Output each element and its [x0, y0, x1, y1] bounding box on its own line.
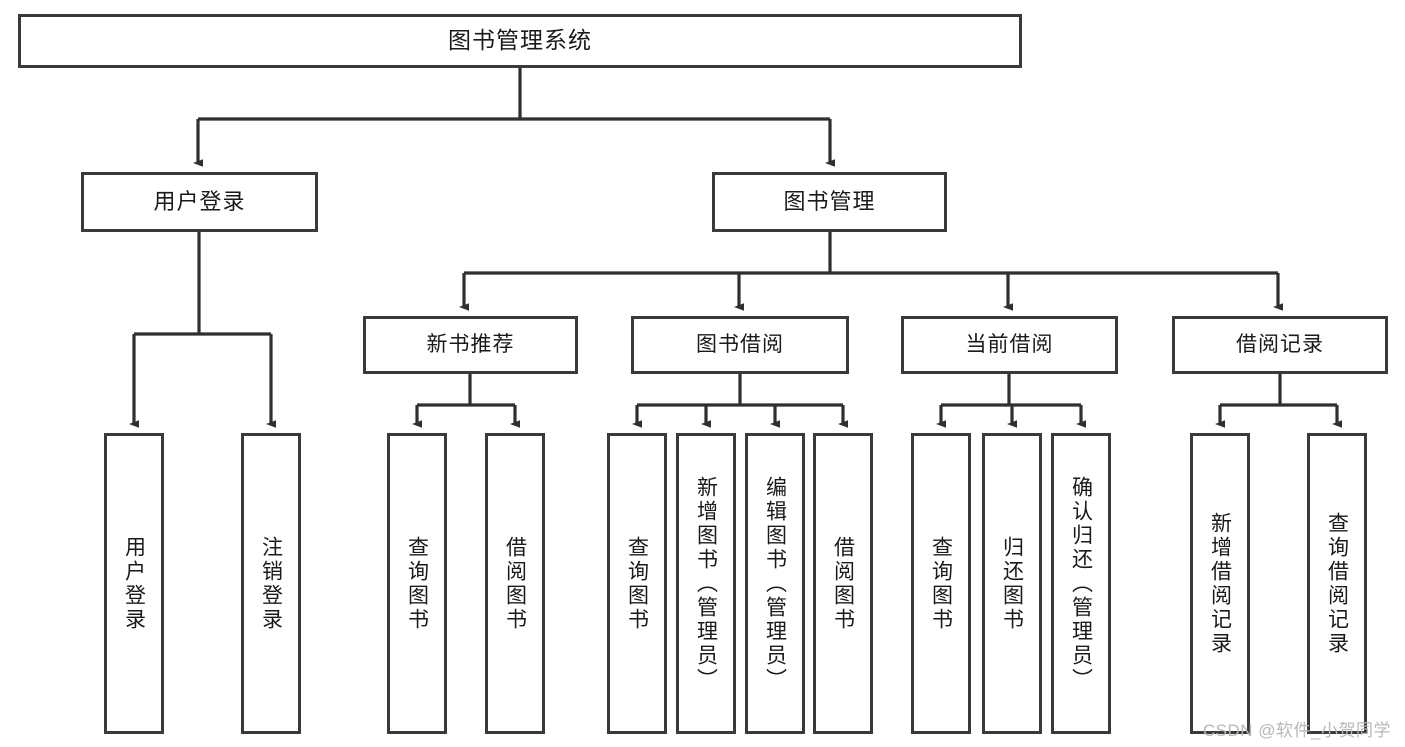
- leaf-borrow-book-recommend[interactable]: 借阅图书: [485, 433, 545, 734]
- node-label: 图书管理: [783, 188, 876, 214]
- node-label: 新增图书（管理员）: [694, 475, 718, 692]
- node-user-login[interactable]: 用户登录: [81, 172, 318, 232]
- node-current-borrow[interactable]: 当前借阅: [901, 316, 1118, 374]
- leaf-query-book-recommend[interactable]: 查询图书: [387, 433, 447, 734]
- leaf-query-borrow-record[interactable]: 查询借阅记录: [1307, 433, 1367, 734]
- node-label: 归还图书: [1000, 535, 1024, 632]
- node-root-system[interactable]: 图书管理系统: [18, 14, 1022, 68]
- leaf-confirm-return-admin[interactable]: 确认归还（管理员）: [1051, 433, 1111, 734]
- node-label: 查询图书: [625, 535, 649, 632]
- leaf-query-book-current[interactable]: 查询图书: [911, 433, 971, 734]
- node-label: 查询借阅记录: [1325, 511, 1349, 656]
- node-label: 用户登录: [153, 188, 246, 214]
- node-label: 查询图书: [929, 535, 953, 632]
- node-label: 当前借阅: [965, 333, 1054, 357]
- leaf-user-login[interactable]: 用户登录: [104, 433, 164, 734]
- leaf-return-book[interactable]: 归还图书: [982, 433, 1042, 734]
- node-label: 编辑图书（管理员）: [763, 475, 787, 692]
- node-label: 查询图书: [405, 535, 429, 632]
- node-label: 注销登录: [259, 535, 283, 632]
- node-new-book-recommend[interactable]: 新书推荐: [363, 316, 578, 374]
- node-book-borrow[interactable]: 图书借阅: [631, 316, 849, 374]
- node-label: 图书管理系统: [448, 27, 592, 54]
- node-label: 用户登录: [122, 535, 146, 632]
- leaf-borrow-book[interactable]: 借阅图书: [813, 433, 873, 734]
- csdn-watermark: CSDN @软件_小贺同学: [1202, 721, 1391, 740]
- node-label: 确认归还（管理员）: [1069, 475, 1093, 692]
- leaf-add-book-admin[interactable]: 新增图书（管理员）: [676, 433, 736, 734]
- node-label: 新书推荐: [426, 333, 515, 357]
- node-book-management[interactable]: 图书管理: [712, 172, 947, 232]
- node-label: 借阅图书: [503, 535, 527, 632]
- leaf-query-book-borrow[interactable]: 查询图书: [607, 433, 667, 734]
- leaf-logout[interactable]: 注销登录: [241, 433, 301, 734]
- node-label: 借阅图书: [831, 535, 855, 632]
- node-label: 新增借阅记录: [1208, 511, 1232, 656]
- leaf-add-borrow-record[interactable]: 新增借阅记录: [1190, 433, 1250, 734]
- node-borrow-record[interactable]: 借阅记录: [1172, 316, 1388, 374]
- node-label: 图书借阅: [696, 333, 784, 357]
- node-label: 借阅记录: [1236, 333, 1324, 357]
- leaf-edit-book-admin[interactable]: 编辑图书（管理员）: [745, 433, 805, 734]
